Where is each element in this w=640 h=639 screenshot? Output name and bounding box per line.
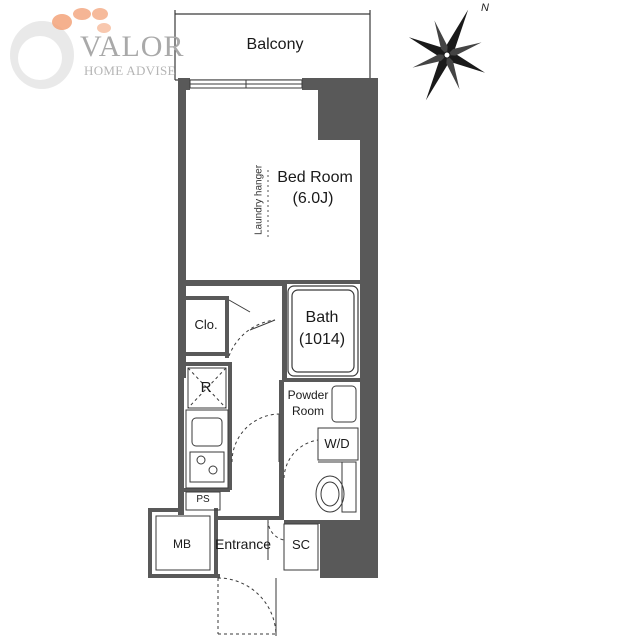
hall-door — [231, 413, 280, 463]
walls — [148, 78, 378, 578]
bedroom-label: Bed Room — [277, 169, 353, 186]
meter-box-label: MB — [173, 537, 191, 551]
pipe-space-box — [185, 491, 221, 511]
powder-room-fixtures — [315, 385, 359, 513]
washer-dryer-label: W/D — [324, 436, 350, 451]
meter-box — [155, 515, 211, 571]
entrance-inner-door — [267, 519, 285, 560]
bath-size: (1014) — [298, 331, 346, 348]
shoe-closet-box — [283, 523, 319, 571]
north-label: N — [481, 2, 489, 14]
powder-room-door — [283, 439, 319, 479]
compass-rose-icon — [408, 9, 486, 101]
logo-subtitle: HOME ADVISE — [84, 63, 176, 78]
powder-room-label-line1: Powder — [287, 388, 329, 402]
shoe-closet-label: SC — [291, 537, 311, 552]
closet-label: Clo. — [194, 317, 218, 332]
kitchen-counter — [185, 409, 229, 489]
balcony-label: Balcony — [246, 36, 304, 53]
bedroom-window — [189, 79, 303, 89]
bath-unit — [287, 285, 359, 377]
logo-brand: VALOR — [80, 30, 185, 63]
closet-door — [228, 299, 276, 357]
refrigerator-label: R — [200, 379, 212, 396]
laundry-hanger-label: Laundry hanger — [253, 164, 265, 236]
entrance-front-door — [217, 577, 277, 637]
bath-label: Bath — [305, 309, 339, 326]
entrance-label: Entrance — [214, 536, 272, 552]
bedroom-size: (6.0J) — [292, 190, 334, 207]
refrigerator — [187, 367, 227, 409]
powder-room-label-line2: Room — [291, 404, 325, 418]
pipe-space-label: PS — [196, 494, 210, 505]
valor-logo-mark — [10, 8, 111, 89]
